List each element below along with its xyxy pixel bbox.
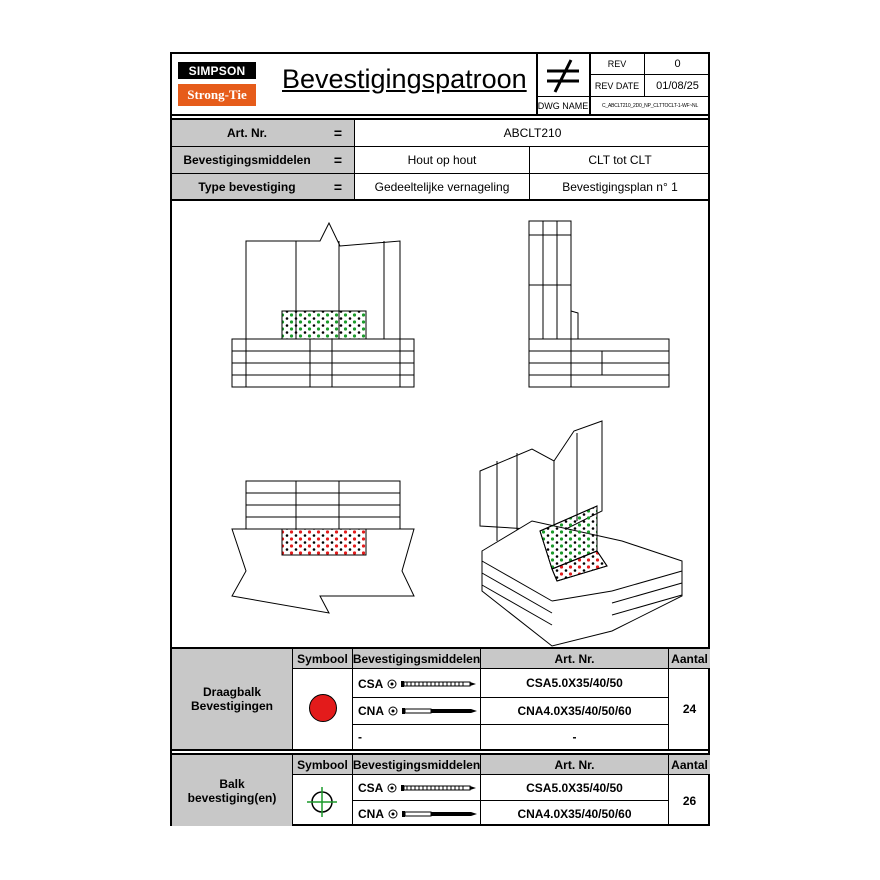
table-row: CSA <box>358 775 477 800</box>
side-view <box>528 220 670 388</box>
type-bevestiging-value-1: Gedeeltelijke vernageling <box>374 179 510 194</box>
table2-group-label: Balk bevestiging(en) <box>187 776 277 805</box>
rev-date-value: 01/08/25 <box>656 79 699 92</box>
table1-art-2: CNA4.0X35/40/50/60 <box>517 704 632 718</box>
logo-strong-tie: Strong-Tie <box>178 84 256 106</box>
table1-art-3: - <box>572 730 577 744</box>
rev-date-label: REV DATE <box>594 80 640 91</box>
table-row: - <box>358 725 362 749</box>
table1-header-aantal: Aantal <box>671 651 708 666</box>
type-bevestiging-label: Type bevestiging <box>198 179 296 194</box>
bevestigingsmiddelen-label: Bevestigingsmiddelen <box>183 153 311 167</box>
page-title: Bevestigingspatroon <box>282 64 527 94</box>
type-bevestiging-value-2: Bevestigingsplan n° 1 <box>562 179 678 194</box>
eq-sign-1: = <box>333 125 343 141</box>
rev-label: REV <box>607 59 627 69</box>
table2-art-1: CSA5.0X35/40/50 <box>526 780 623 795</box>
bevestigingsmiddelen-value-1: Hout op hout <box>407 153 477 167</box>
green-crosshair-symbol-icon <box>307 787 337 817</box>
logo-simpson: SIMPSON <box>178 62 256 79</box>
front-view <box>231 221 415 388</box>
table1-count: 24 <box>682 702 697 716</box>
fastener-type: CSA <box>358 676 384 691</box>
screw-icon <box>387 679 477 688</box>
table1-art-1: CSA5.0X35/40/50 <box>526 676 623 690</box>
table2-count: 26 <box>682 793 697 808</box>
table2-header-aantal: Aantal <box>671 757 708 772</box>
dwg-name-value: C_ABCLT210_2D0_NP_CLTTOCLT-1-WF~NL <box>601 102 699 109</box>
table-row: CNA <box>358 698 478 724</box>
table1-header-middelen: Bevestigingsmiddelen <box>352 651 481 666</box>
table1-header-symbool: Symbool <box>297 651 348 666</box>
fastener-type: CNA <box>358 704 384 718</box>
dwg-name-label: DWG NAME <box>537 100 589 111</box>
not-equal-icon <box>538 56 588 96</box>
table1-header-artnr: Art. Nr. <box>554 651 595 666</box>
nail-icon <box>388 809 477 818</box>
table2-art-2: CNA4.0X35/40/50/60 <box>517 806 632 821</box>
table-row: CSA <box>358 670 477 697</box>
drawing-sheet: SIMPSON Strong-Tie Bevestigingspatroon R… <box>170 52 710 826</box>
isometric-view <box>479 420 683 647</box>
fastener-type: CNA <box>358 806 384 821</box>
rev-value: 0 <box>674 58 681 70</box>
technical-drawings <box>231 220 683 647</box>
screw-icon <box>387 783 477 792</box>
table-row: CNA <box>358 801 478 826</box>
eq-sign-3: = <box>333 178 343 195</box>
art-nr-value: ABCLT210 <box>503 126 562 140</box>
eq-sign-2: = <box>333 152 343 168</box>
table2-header-artnr: Art. Nr. <box>554 757 595 772</box>
art-nr-label: Art. Nr. <box>226 126 267 140</box>
red-circle-symbol-icon <box>309 694 337 722</box>
bevestigingsmiddelen-value-2: CLT tot CLT <box>588 153 652 167</box>
top-view <box>231 480 415 614</box>
table2-header-symbool: Symbool <box>297 757 348 772</box>
nail-icon <box>388 706 477 716</box>
fastener-type: - <box>358 730 362 744</box>
fastener-type: CSA <box>358 780 384 795</box>
table1-group-label: Draagbalk Bevestigingen <box>190 685 274 713</box>
table2-header-middelen: Bevestigingsmiddelen <box>352 757 481 772</box>
